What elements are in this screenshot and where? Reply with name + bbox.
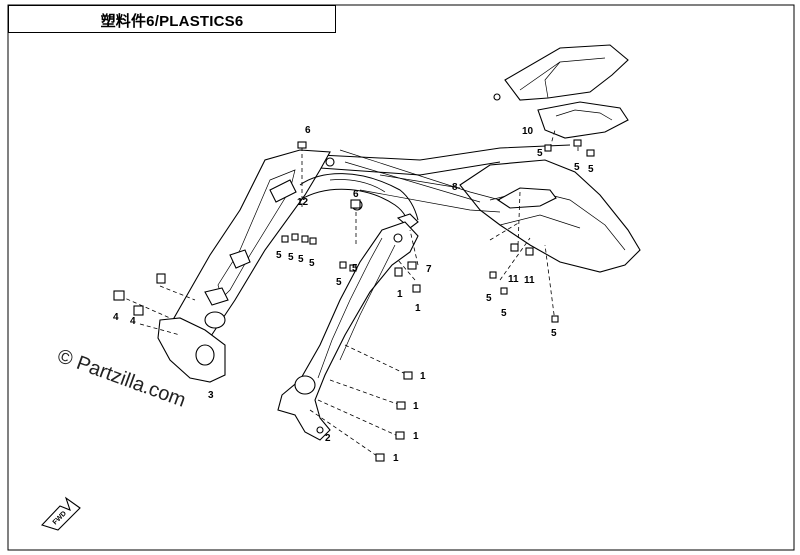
callout-5-j: 5 xyxy=(486,293,492,304)
title-box: 塑料件6/PLASTICS6 xyxy=(8,5,336,33)
callout-11-b: 11 xyxy=(524,275,535,286)
callout-3: 3 xyxy=(208,390,214,401)
front-frame-panel xyxy=(157,149,331,383)
callout-2: 2 xyxy=(325,433,331,444)
callout-4-b: 4 xyxy=(130,316,136,327)
callout-6-mid: 6 xyxy=(353,189,359,200)
callout-5-e: 5 xyxy=(336,277,342,288)
callout-10: 10 xyxy=(522,126,534,137)
callout-5-k: 5 xyxy=(501,308,507,319)
callout-5-a: 5 xyxy=(276,250,282,261)
callout-5-l: 5 xyxy=(551,328,557,339)
callout-11-a: 11 xyxy=(508,274,519,285)
callout-8: 8 xyxy=(452,182,458,193)
callout-1-c: 1 xyxy=(420,371,426,382)
callout-5-b: 5 xyxy=(288,252,294,263)
callout-5-c: 5 xyxy=(298,254,304,265)
callout-5-d: 5 xyxy=(309,258,315,269)
callout-5-f: 5 xyxy=(352,263,358,274)
callout-5-i: 5 xyxy=(537,148,543,159)
rear-fender-assembly xyxy=(459,44,641,273)
callout-1-d: 1 xyxy=(413,401,419,412)
callout-1-f: 1 xyxy=(393,453,399,464)
diagram-frame xyxy=(7,4,795,551)
callout-5-g: 5 xyxy=(588,164,594,175)
callout-7: 7 xyxy=(426,264,432,275)
callout-4-a: 4 xyxy=(113,312,119,323)
callout-12: 12 xyxy=(297,197,309,208)
callout-labels: 6 6 8 10 5 5 5 12 5 5 5 5 5 5 7 1 1 1 1 … xyxy=(113,125,594,464)
callout-1-e: 1 xyxy=(413,431,419,442)
leader-lines xyxy=(119,129,579,459)
mount-bracket xyxy=(277,221,419,441)
fastener-bolts xyxy=(113,139,595,462)
page-title: 塑料件6/PLASTICS6 xyxy=(100,13,244,30)
callout-6-top: 6 xyxy=(305,125,311,136)
side-rail-assembly xyxy=(319,144,571,213)
callout-5-h: 5 xyxy=(574,162,580,173)
callout-1-a: 1 xyxy=(397,289,403,300)
callout-1-b: 1 xyxy=(415,303,421,314)
fwd-arrow-icon: FWD xyxy=(40,496,81,531)
